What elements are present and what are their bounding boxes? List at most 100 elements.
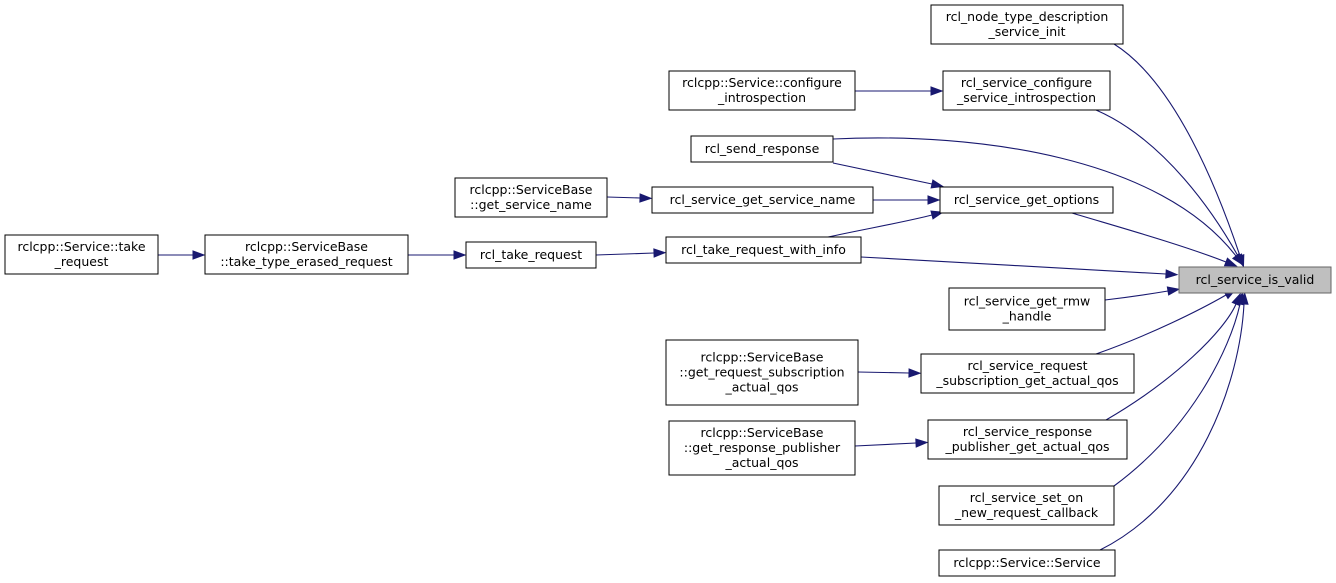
edge-arrowhead: [453, 250, 467, 260]
edge-line: [832, 162, 933, 185]
edge-arrowhead: [1223, 257, 1238, 267]
edge-get-rmw-handle-to-focus: [1104, 286, 1181, 301]
edge-rclcpp-configure-to-configure-introspection: [855, 86, 944, 96]
node-box: [930, 4, 1124, 45]
edge-take-type-erased-to-take-request: [408, 250, 467, 260]
node-rclcpp-response-pub-qos[interactable]: rclcpp::ServiceBase::get_response_publis…: [668, 420, 856, 476]
node-box: [665, 236, 862, 264]
node-focus[interactable]: rcl_service_is_valid: [1178, 266, 1332, 294]
node-label: rcl_service_is_valid: [1196, 272, 1315, 287]
node-label: rclcpp::ServiceBase: [469, 182, 592, 197]
node-box: [668, 70, 856, 111]
node-service-take[interactable]: rclcpp::Service::take_request: [4, 234, 159, 275]
node-rclcpp-get-service-name[interactable]: rclcpp::ServiceBase::get_service_name: [454, 177, 608, 218]
node-label: _actual_qos: [724, 455, 798, 470]
node-label: rcl_service_get_options: [954, 192, 1099, 207]
edge-line: [1113, 303, 1241, 487]
node-get-service-name[interactable]: rcl_service_get_service_name: [651, 186, 874, 214]
edge-arrowhead: [1165, 269, 1179, 279]
node-take-type-erased[interactable]: rclcpp::ServiceBase::take_type_erased_re…: [204, 234, 409, 275]
edge-take-request-to-take-request-with-info: [595, 248, 667, 258]
node-label: rclcpp::Service::Service: [953, 555, 1101, 570]
edge-take-request-with-info-to-get-options: [827, 210, 945, 238]
node-label: rcl_service_configure: [961, 75, 1093, 90]
node-label: _actual_qos: [724, 380, 798, 395]
node-box: [938, 549, 1116, 577]
edge-line: [1105, 303, 1237, 421]
node-get-options[interactable]: rcl_service_get_options: [939, 186, 1114, 214]
edge-line: [1104, 290, 1169, 301]
nodes-layer: rcl_service_is_valid rcl_node_type_descri…: [4, 4, 1332, 577]
node-box: [948, 287, 1106, 331]
node-label: ::take_type_erased_request: [220, 254, 392, 269]
node-label: rcl_take_request_with_info: [681, 242, 846, 257]
node-box: [939, 186, 1114, 214]
node-label: rclcpp::ServiceBase: [700, 425, 823, 440]
node-box: [927, 419, 1128, 460]
node-label: _service_introspection: [956, 90, 1096, 105]
edge-arrowhead: [1166, 286, 1181, 296]
node-box: [465, 241, 597, 269]
edge-send-response-to-get-options: [832, 162, 945, 189]
node-label: rclcpp::ServiceBase: [700, 350, 823, 365]
node-request-sub-qos[interactable]: rcl_service_request_subscription_get_act…: [920, 353, 1135, 394]
node-take-request-with-info[interactable]: rcl_take_request_with_info: [665, 236, 862, 264]
node-box: [204, 234, 409, 275]
node-configure-introspection[interactable]: rcl_service_configure_service_introspect…: [942, 70, 1111, 111]
node-box: [938, 485, 1115, 526]
edge-get-options-to-focus: [1071, 212, 1238, 267]
node-box: [651, 186, 874, 214]
node-label: _publisher_get_actual_qos: [944, 439, 1109, 454]
edge-line: [854, 442, 917, 447]
edge-arrowhead: [192, 250, 206, 260]
node-rclcpp-configure[interactable]: rclcpp::Service::configure_introspection: [668, 70, 856, 111]
edge-arrowhead: [1231, 252, 1244, 266]
node-label: rcl_service_set_on: [970, 490, 1083, 505]
node-set-on-new-request[interactable]: rcl_service_set_on_new_request_callback: [938, 485, 1115, 526]
edge-rclcpp-request-sub-qos-to-request-sub-qos: [857, 368, 922, 378]
node-rclcpp-request-sub-qos[interactable]: rclcpp::ServiceBase::get_request_subscri…: [665, 339, 859, 406]
node-box: [454, 177, 608, 218]
edge-get-service-name-to-get-options: [873, 195, 941, 205]
edges-layer: [158, 43, 1249, 551]
node-node-type-desc[interactable]: rcl_node_type_description_service_init: [930, 4, 1124, 45]
node-box: [4, 234, 159, 275]
node-box: [1178, 266, 1332, 294]
node-box: [668, 420, 856, 476]
node-label: rcl_service_request: [967, 358, 1087, 373]
node-label: _introspection: [717, 90, 806, 105]
edge-line: [827, 214, 933, 238]
edge-line: [595, 252, 655, 256]
node-box: [690, 135, 834, 163]
node-label: rclcpp::ServiceBase: [245, 239, 368, 254]
edge-arrowhead: [653, 248, 667, 258]
edge-arrowhead: [1239, 291, 1249, 305]
edge-arrowhead: [915, 438, 929, 448]
edge-arrowhead: [927, 195, 941, 205]
edge-service-take-to-take-type-erased: [158, 250, 206, 260]
node-box: [665, 339, 859, 406]
node-send-response[interactable]: rcl_send_response: [690, 135, 834, 163]
edge-line: [1113, 43, 1241, 257]
edge-line: [1099, 303, 1245, 551]
node-label: rclcpp::Service::take: [17, 239, 145, 254]
node-box: [942, 70, 1111, 111]
node-label: _handle: [1002, 309, 1052, 324]
edge-line: [1071, 212, 1227, 263]
edge-line: [1095, 109, 1239, 257]
node-label: rcl_service_get_rmw: [964, 294, 1091, 309]
node-response-pub-qos[interactable]: rcl_service_response_publisher_get_actua…: [927, 419, 1128, 460]
edge-line: [606, 196, 641, 199]
edge-arrowhead: [908, 368, 922, 378]
node-label: _new_request_callback: [954, 505, 1099, 520]
node-service-ctor[interactable]: rclcpp::Service::Service: [938, 549, 1116, 577]
node-label: ::get_response_publisher: [684, 440, 841, 455]
edge-rclcpp-get-service-name-to-get-service-name: [606, 193, 653, 203]
edge-line: [860, 256, 1167, 275]
node-take-request[interactable]: rcl_take_request: [465, 241, 597, 269]
edge-line: [1095, 294, 1227, 355]
node-get-rmw-handle[interactable]: rcl_service_get_rmw_handle: [948, 287, 1106, 331]
node-label: rclcpp::Service::configure: [682, 75, 842, 90]
node-label: rcl_take_request: [480, 247, 582, 262]
